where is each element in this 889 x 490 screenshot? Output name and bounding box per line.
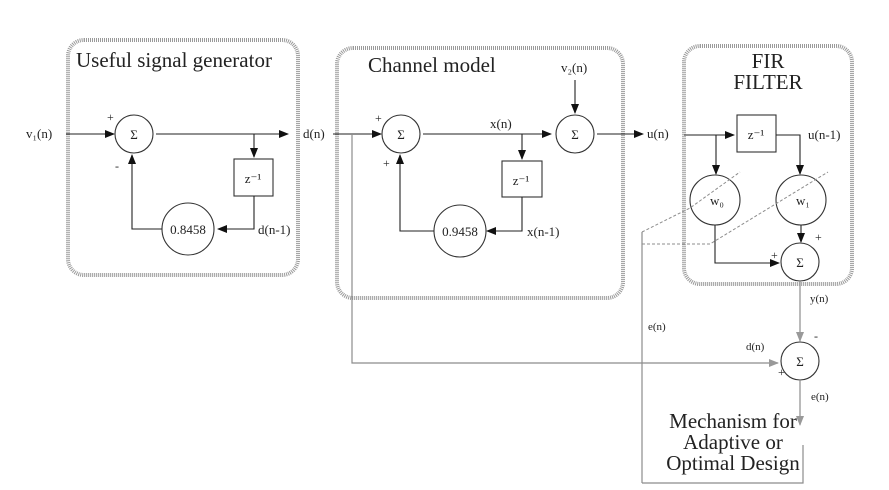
fir-sum-sign-left: + [771,248,778,262]
w0-label: w₀ [710,193,724,208]
feedback-e-n-label: e(n) [648,321,666,333]
w1-label: w₁ [796,193,810,208]
error-d-n-label: d(n) [746,341,765,353]
channel-title: Channel model [368,53,496,77]
channel-coefficient: 0.9458 [442,224,478,239]
channel-sum-sign-top: + [375,111,382,125]
fir-sum-sign-top: + [815,230,822,244]
fir-delay-box [736,114,777,153]
channel-sum-node [381,114,421,154]
fir-delay-label: z⁻¹ [748,127,765,142]
mechanism-line1: Mechanism for [669,409,797,433]
mechanism-line3: Optimal Design [666,451,800,475]
w1-tap-arrow [776,134,804,175]
fir-title-line1: FIR [752,49,785,73]
generator-delay-box [233,158,274,197]
fir-group-box [682,44,854,286]
fir-sum-symbol: Σ [796,255,804,270]
generator-group-box [66,38,300,277]
generator-delay-label: z⁻¹ [245,171,262,186]
generator-title: Useful signal generator [76,48,272,72]
channel-group-box [335,46,625,300]
error-sum-symbol: Σ [796,354,804,369]
x-n-1-label: x(n-1) [527,224,560,239]
generator-delay-feedback [217,196,255,233]
u-n-1-label: u(n-1) [808,127,841,142]
d-n-1-label: d(n-1) [258,222,291,237]
generator-sum-symbol: Σ [130,127,138,142]
generator-sum-sign-plus: + [107,110,114,124]
noise-sum-node [555,114,595,154]
channel-delay-label: z⁻¹ [513,173,530,188]
channel-sum-sign-bottom: + [383,156,390,170]
desired-signal-line [351,134,779,367]
generator-coefficient: 0.8458 [170,222,206,237]
generator-sum-node [114,114,154,154]
w1-adapt-arrow [642,171,829,245]
y-n-label: y(n) [810,293,829,305]
e-n-label: e(n) [811,391,829,403]
mechanism-line2: Adaptive or [683,430,783,454]
fir-title-line2: FILTER [733,70,802,94]
d-n-label: d(n) [303,126,325,141]
u-n-label: u(n) [647,126,669,141]
noise-sum-symbol: Σ [571,127,579,142]
v2-noise-label: v₂(n) [561,60,587,75]
x-n-label: x(n) [490,116,512,131]
channel-delay-box [501,160,543,198]
channel-delay-feedback [486,197,523,235]
w0-adapt-arrow [641,171,741,233]
w0-to-sum-line [714,225,780,267]
v1-input-label: v₁(n) [26,126,52,141]
generator-sum-sign-minus: - [115,159,119,173]
error-sum-sign-plus: + [778,365,785,379]
mechanism-bottom-line [642,445,804,484]
channel-feedback-line [396,154,434,232]
generator-feedback-line [128,154,162,230]
error-sum-sign-minus: - [814,329,818,343]
channel-sum-symbol: Σ [397,127,405,142]
